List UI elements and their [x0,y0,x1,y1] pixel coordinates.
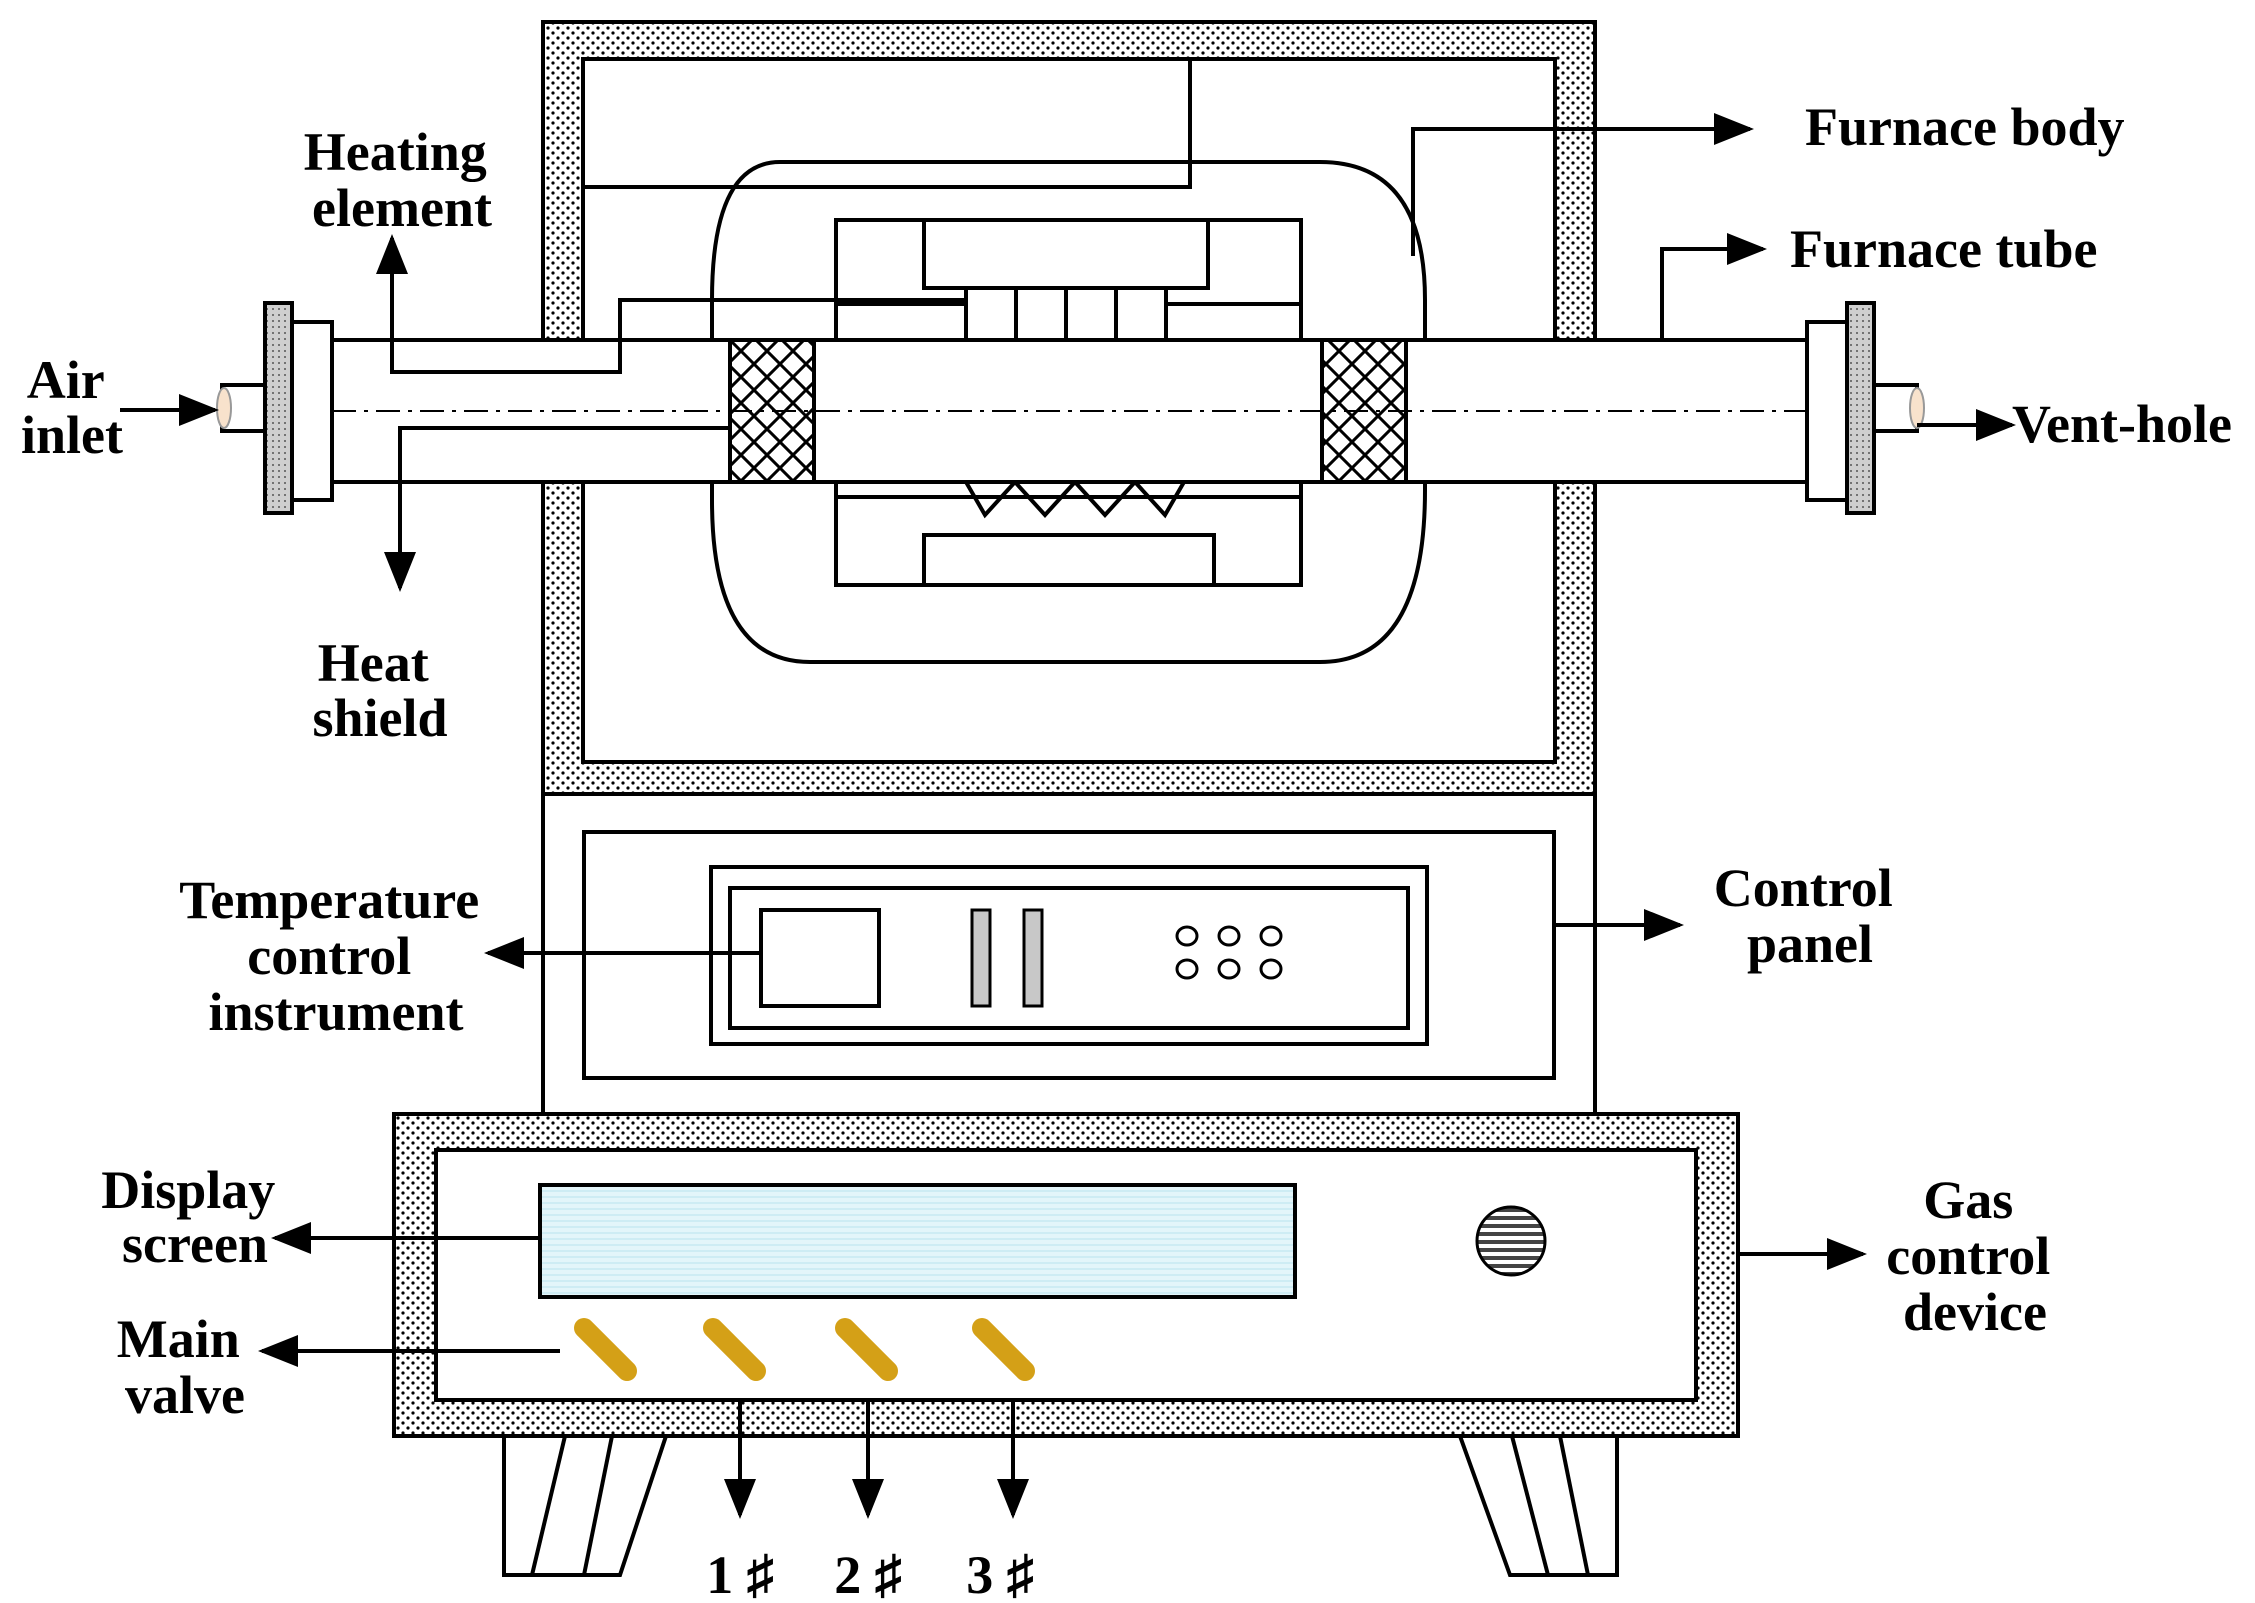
label-gas-line-2: 2 ♯ [834,1545,902,1603]
label-heat-shield-line2: shield [312,688,447,748]
label-vent-hole: Vent-hole [2012,394,2232,454]
label-gas-line1: Gas [1923,1170,2013,1230]
heating-element-leader [583,59,1192,189]
label-air-inlet: Air inlet [21,350,123,465]
display-screen [538,1183,1297,1299]
label-main-valve-line2: valve [125,1365,245,1425]
label-temp-line1: Temperature [179,870,479,930]
label-display-screen-line1: Display [101,1160,275,1220]
label-heating-element-line1: Heating [304,122,487,182]
label-temp-line2: control [247,926,411,986]
panel-buttons [1175,925,1283,980]
label-control-panel-line1: Control [1714,858,1893,918]
gas-control-device [392,1112,1740,1438]
label-furnace-tube: Furnace tube [1790,219,2097,279]
furnace-tube-leader [1660,233,1767,340]
label-heating-element-line2: element [312,178,492,238]
label-heat-shield-line1: Heat [318,633,429,693]
label-heating-element: Heating element [304,122,501,238]
label-display-screen-line2: screen [122,1214,268,1274]
furnace-body-leader [1411,113,1754,256]
leader-lines [120,59,2016,1519]
label-control-panel: Control panel [1714,858,1907,974]
indicator-bar [970,908,992,1008]
label-gas-line3: device [1903,1282,2047,1342]
labels: Heating element Furnace body Furnace tub… [21,97,2232,1603]
label-air-inlet-line2: inlet [21,405,123,465]
furnace-tube [330,338,1809,484]
upper-heating-element [834,218,1303,342]
label-gas-control-device: Gas control device [1886,1170,2063,1342]
heating-element-leader [376,234,966,374]
left-flange [216,301,334,515]
label-control-panel-line2: panel [1747,914,1873,974]
right-flange [1805,301,1925,515]
label-furnace-body: Furnace body [1805,97,2125,157]
label-display-screen: Display screen [101,1160,289,1274]
gas-valves [574,1318,1035,1381]
temperature-control-instrument [759,908,881,1008]
label-temperature-control-instrument: Temperature control instrument [179,870,492,1042]
label-main-valve-line1: Main [117,1309,240,1369]
label-gas-line2: control [1886,1226,2050,1286]
heat-shield-leader [384,426,730,592]
furnace-feet [502,1434,1619,1577]
label-heat-shield: Heat shield [312,633,447,748]
lower-heating-element [834,479,1303,587]
indicator-bar [1022,908,1044,1008]
label-air-inlet-line1: Air [27,350,104,410]
label-gas-line-1: 1 ♯ [706,1545,774,1603]
gauge-knob [1475,1205,1547,1277]
label-gas-line-3: 3 ♯ [966,1545,1034,1603]
control-panel [541,792,1597,1116]
label-main-valve: Main valve [117,1309,254,1425]
label-temp-line3: instrument [209,982,464,1042]
